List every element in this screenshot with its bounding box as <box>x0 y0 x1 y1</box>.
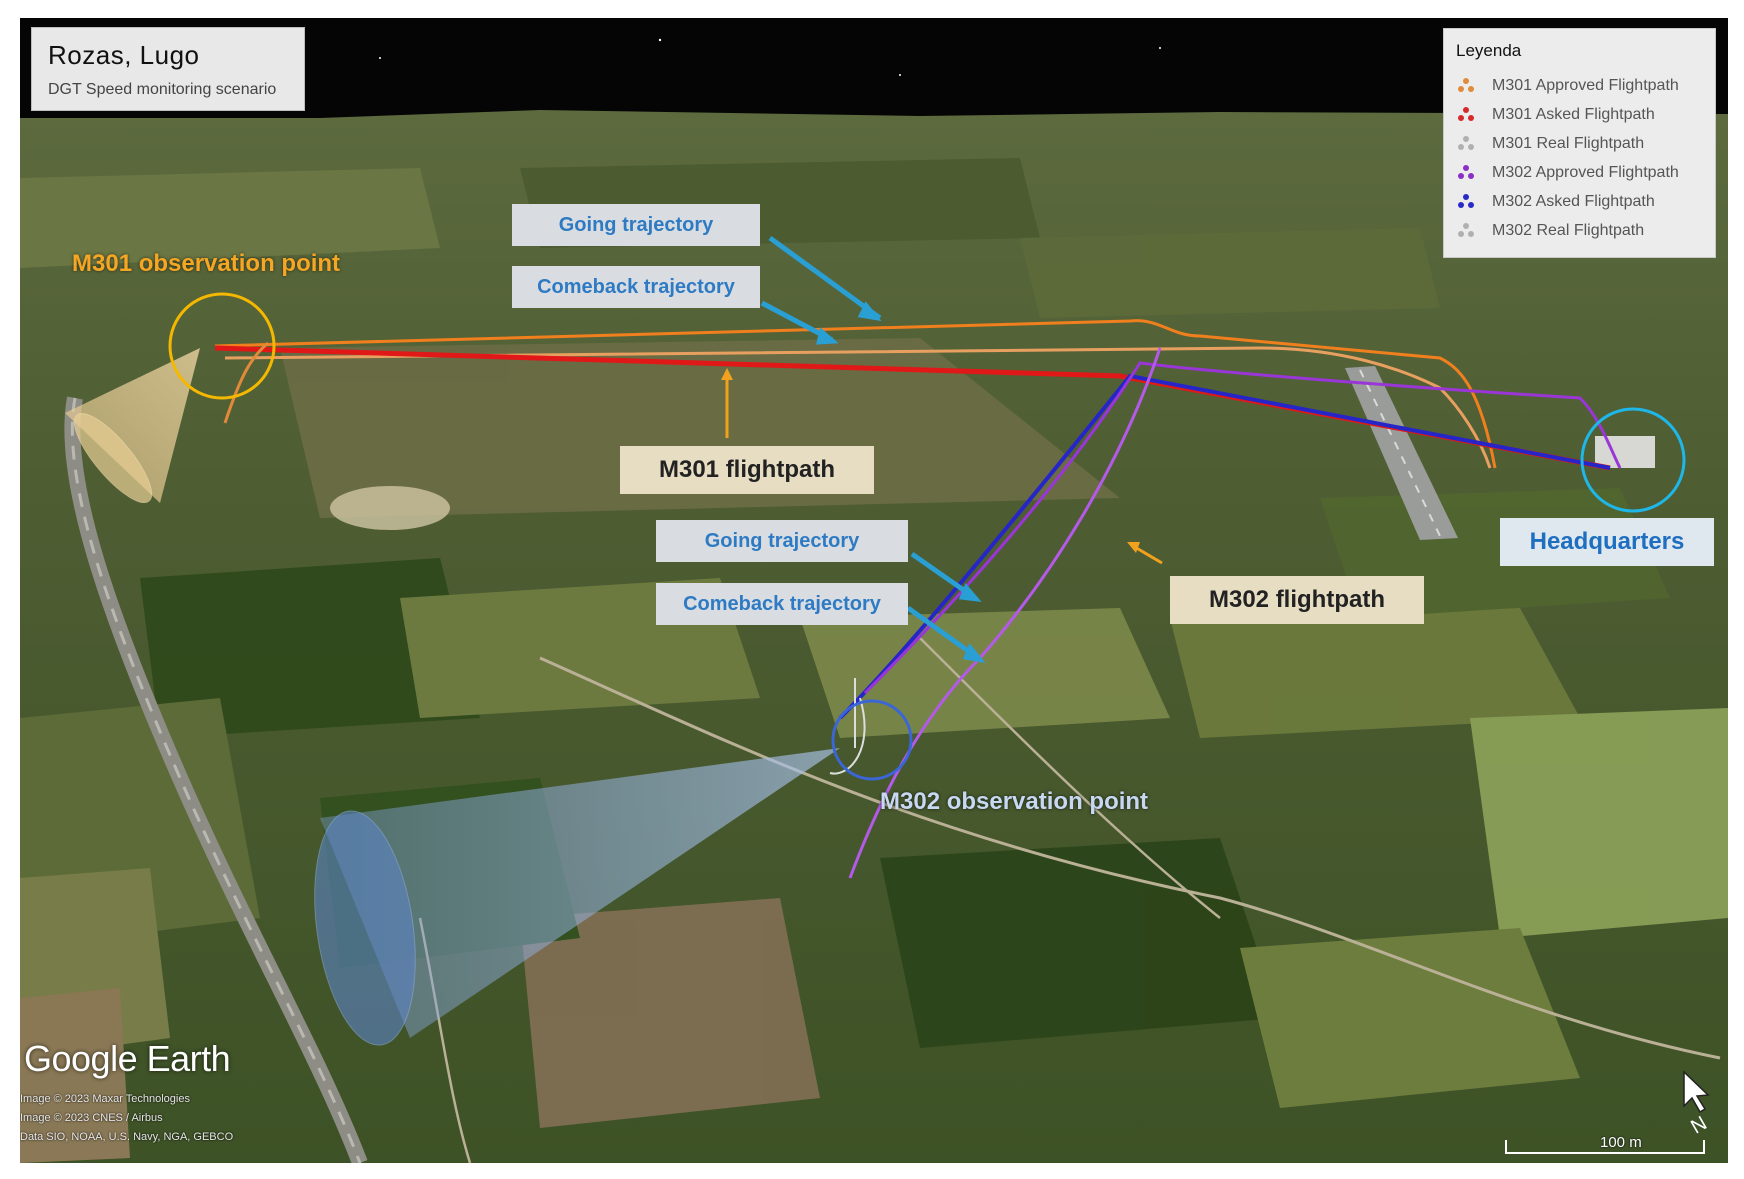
legend-item[interactable]: M301 Real Flightpath <box>1456 129 1703 158</box>
legend-item[interactable]: M302 Approved Flightpath <box>1456 158 1703 187</box>
imagery-credits: Image © 2023 Maxar Technologies Image © … <box>20 1093 234 1143</box>
scale-bar: 100 m <box>1505 1134 1705 1158</box>
m302-flightpath-label: M302 flightpath <box>1170 576 1424 624</box>
legend-item-label: M302 Real Flightpath <box>1492 221 1645 239</box>
m301-flightpath-label: M301 flightpath <box>620 446 874 494</box>
headquarters-label: Headquarters <box>1500 518 1714 566</box>
google-earth-logo: Google Earth <box>24 1038 231 1079</box>
legend-title: Leyenda <box>1456 41 1522 60</box>
m301-observation-point-label: M301 observation point <box>72 250 341 277</box>
path-marker-icon <box>1456 193 1480 211</box>
map-view[interactable]: Rozas, Lugo DGT Speed monitoring scenari… <box>20 18 1728 1163</box>
path-marker-icon <box>1456 164 1480 182</box>
headquarters-circle <box>1580 407 1686 513</box>
m301-observation-circle <box>168 292 276 400</box>
m301-going-trajectory-label: Going trajectory <box>512 204 760 246</box>
legend-item[interactable]: M301 Asked Flightpath <box>1456 100 1703 129</box>
path-marker-icon <box>1456 77 1480 95</box>
m301-comeback-trajectory-label: Comeback trajectory <box>512 266 760 308</box>
legend-item[interactable]: M302 Real Flightpath <box>1456 216 1703 245</box>
compass-icon[interactable]: N <box>1670 1068 1720 1139</box>
legend-item-label: M301 Approved Flightpath <box>1492 76 1679 94</box>
scenario-title: Rozas, Lugo <box>48 40 200 70</box>
m301-approved-path-comeback <box>224 346 1492 469</box>
scale-label: 100 m <box>1600 1134 1642 1151</box>
scenario-title-box: Rozas, Lugo DGT Speed monitoring scenari… <box>31 27 305 111</box>
legend-item-label: M301 Real Flightpath <box>1492 134 1645 152</box>
path-marker-icon <box>1456 106 1480 124</box>
m302-observation-circle <box>831 699 913 781</box>
path-marker-icon <box>1456 135 1480 153</box>
m301-view-cone <box>65 348 200 503</box>
callout-arrows <box>721 235 1163 664</box>
m302-approved-path-going <box>863 361 1622 695</box>
path-marker-icon <box>1456 222 1480 240</box>
m302-observation-point-label: M302 observation point <box>880 788 1149 815</box>
headquarters-building <box>1595 436 1655 468</box>
m302-comeback-trajectory-label: Comeback trajectory <box>656 583 908 625</box>
m302-view-cone <box>320 748 840 1038</box>
m301-approved-path-going <box>214 319 1497 469</box>
terrain-map <box>20 18 1728 1163</box>
legend: Leyenda M301 Approved Flightpath M301 As… <box>1443 28 1716 258</box>
m302-going-trajectory-label: Going trajectory <box>656 520 908 562</box>
runway <box>1345 366 1458 540</box>
legend-item-label: M302 Approved Flightpath <box>1492 163 1679 181</box>
legend-item-label: M301 Asked Flightpath <box>1492 105 1655 123</box>
road <box>539 656 1721 1060</box>
scenario-subtitle: DGT Speed monitoring scenario <box>48 81 277 98</box>
legend-item[interactable]: M301 Approved Flightpath <box>1456 71 1703 100</box>
m302-approved-path-comeback <box>848 347 1162 879</box>
legend-item-label: M302 Asked Flightpath <box>1492 192 1655 210</box>
legend-item[interactable]: M302 Asked Flightpath <box>1456 187 1703 216</box>
compass-letter: N <box>1687 1112 1711 1138</box>
